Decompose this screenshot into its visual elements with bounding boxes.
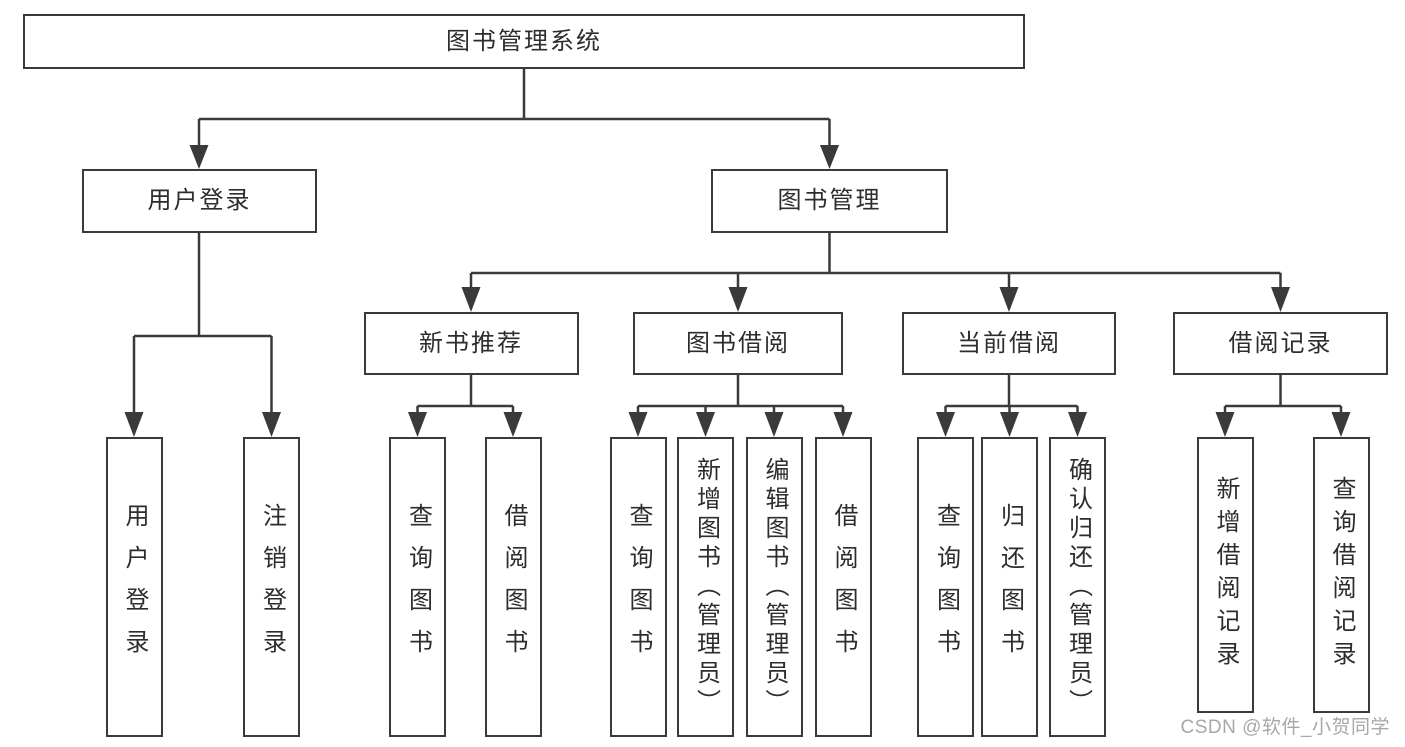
connector-root-branch — [189, 69, 839, 169]
leaf-edit-book-admin: 编辑图书（管理员） — [745, 437, 803, 737]
leaf-query-book-borrow: 查询图书 — [609, 437, 667, 737]
node-current-borrow: 当前借阅 — [902, 312, 1116, 375]
leaf-borrow-book-recommend: 借阅图书 — [484, 437, 542, 737]
connector-current-borrow-branch — [936, 375, 1087, 437]
node-new-book-recommend: 新书推荐 — [363, 312, 579, 375]
node-book-management: 图书管理 — [711, 169, 948, 233]
node-book-borrow: 图书借阅 — [633, 312, 843, 375]
leaf-add-book-admin: 新增图书（管理员） — [677, 437, 734, 737]
leaf-confirm-return-admin: 确认归还（管理员） — [1049, 437, 1106, 737]
connector-borrow-record-branch — [1215, 375, 1351, 437]
leaf-logout: 注销登录 — [243, 437, 300, 737]
connector-book-mgmt-branch — [461, 233, 1290, 312]
node-root-library-system: 图书管理系统 — [23, 14, 1025, 69]
csdn-watermark: CSDN @软件_小贺同学 — [1180, 717, 1390, 738]
node-user-login: 用户登录 — [82, 169, 317, 233]
leaf-query-book-current: 查询图书 — [917, 437, 974, 737]
leaf-user-login: 用户登录 — [105, 437, 163, 737]
connector-new-book-branch — [408, 375, 523, 437]
leaf-query-borrow-record: 查询借阅记录 — [1312, 437, 1370, 713]
leaf-add-borrow-record: 新增借阅记录 — [1196, 437, 1254, 713]
leaf-borrow-book: 借阅图书 — [814, 437, 872, 737]
node-borrow-record: 借阅记录 — [1173, 312, 1388, 375]
leaf-query-book-recommend: 查询图书 — [389, 437, 446, 737]
connector-book-borrow-branch — [628, 375, 853, 437]
connector-user-login-branch — [124, 233, 281, 437]
leaf-return-book: 归还图书 — [981, 437, 1038, 737]
